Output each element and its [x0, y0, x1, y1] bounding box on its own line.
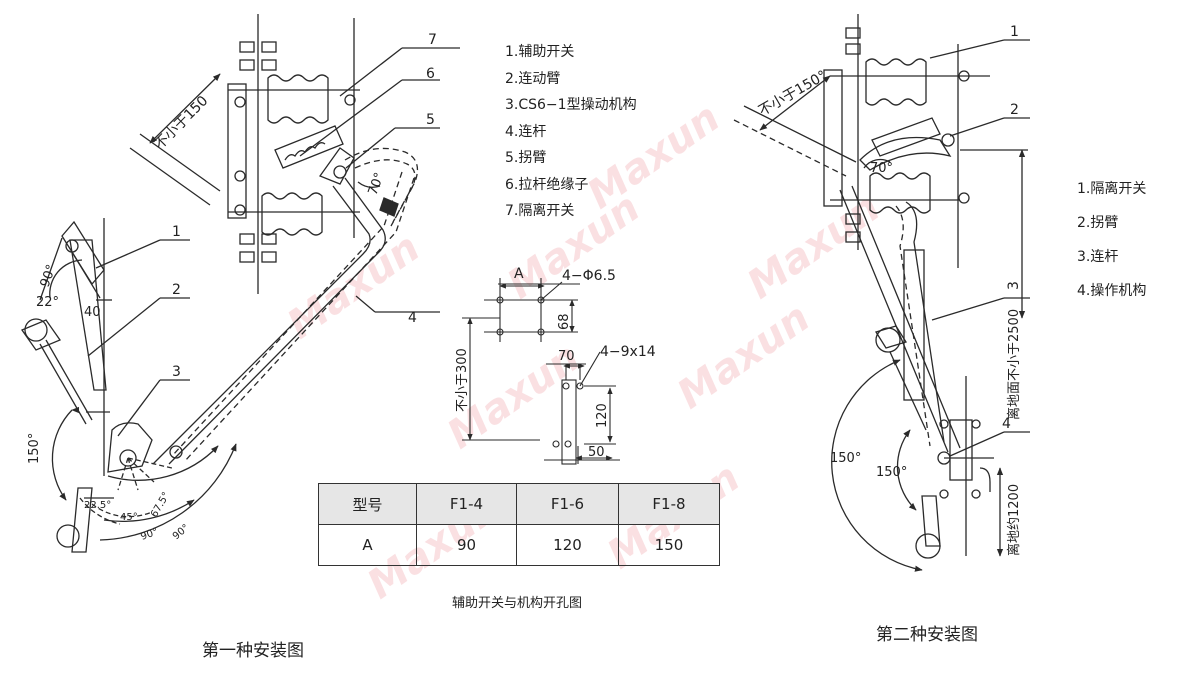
hole-dim-300: 不小于300	[455, 348, 470, 412]
table-header-cell: F1-8	[618, 483, 720, 525]
right-diagram-caption: 第二种安装图	[876, 625, 978, 645]
callout-4: 4	[408, 310, 417, 326]
right-callout-2: 2	[1010, 102, 1019, 118]
right-callout-3: 3	[1006, 281, 1022, 290]
right-dim-angle-150b: 150°	[876, 465, 907, 480]
right-installation-drawing	[733, 14, 1030, 572]
left-legend: 1.辅助开关 2.连动臂 3.CS6−1型操动机构 4.连杆 5.拐臂 6.拉杆…	[505, 39, 637, 225]
dim-angle-22: 22°	[36, 295, 59, 310]
callout-3: 3	[172, 364, 181, 380]
legend-item: 2.拐臂	[1077, 215, 1119, 231]
callout-1: 1	[172, 224, 181, 240]
right-callout-1: 1	[1010, 24, 1019, 40]
dim-40: 40	[84, 305, 101, 320]
legend-item: 1.隔离开关	[1077, 181, 1147, 197]
right-dim-1200: 离地约1200	[1006, 484, 1022, 556]
dim-angle-90: 90°	[38, 263, 60, 290]
callout-7: 7	[428, 32, 437, 48]
watermark: Maxun	[739, 185, 888, 308]
table-cell: 90	[416, 524, 517, 566]
dim-angle-67-5: 67.5°	[149, 490, 172, 519]
hole-diagram-caption: 辅助开关与机构开孔图	[452, 596, 583, 611]
dim-angle-22-5: 22.5°	[84, 500, 111, 511]
dim-angle-90b: 90°	[139, 526, 159, 542]
callout-6: 6	[426, 66, 435, 82]
legend-item: 5.拐臂	[505, 150, 547, 166]
legend-item: 4.连杆	[505, 123, 547, 140]
table-cell: 150	[618, 524, 720, 566]
dim-angle-150: 150°	[27, 433, 42, 464]
watermark: Maxun	[669, 295, 818, 418]
dim-angle-90c: 90°	[171, 522, 192, 542]
right-labels: 1 2 3 4 不小于150° 70° 离地面不小于2500 150° 150°…	[756, 24, 1022, 556]
hole-dim-68: 68	[557, 313, 572, 330]
table-row: A 90 120 150	[318, 524, 720, 566]
table-header-row: 型号 F1-4 F1-6 F1-8	[318, 483, 720, 525]
legend-item: 2.连动臂	[505, 70, 561, 87]
dim-angle-70: 70°	[366, 171, 388, 198]
left-diagram-caption: 第一种安装图	[202, 641, 304, 661]
hole-dim-70: 70	[558, 349, 575, 364]
table-header-cell: F1-6	[516, 483, 619, 525]
spec-table: 型号 F1-4 F1-6 F1-8 A 90 120 150	[318, 483, 720, 566]
hole-pattern-labels: A 4−Φ6.5 68 不小于300 70 4−9x14 120 50	[455, 266, 656, 460]
right-dim-angle-150a: 150°	[830, 451, 861, 466]
table-cell: 120	[516, 524, 619, 566]
callout-5: 5	[426, 112, 435, 128]
left-callout-labels: 7 6 5 4 1 2 3	[172, 32, 437, 380]
right-dim-2500: 离地面不小于2500	[1006, 309, 1022, 420]
legend-item: 6.拉杆绝缘子	[505, 176, 589, 193]
legend-item: 7.隔离开关	[505, 203, 575, 219]
dim-angle-45: 45°	[120, 512, 138, 523]
hole-pattern-drawing	[462, 278, 620, 465]
hole-dim-120: 120	[595, 403, 610, 428]
legend-item: 3.CS6−1型操动机构	[505, 97, 637, 113]
table-cell: A	[318, 524, 417, 566]
hole-label-4-6-5: 4−Φ6.5	[562, 268, 616, 284]
hole-dim-50: 50	[588, 445, 605, 460]
dim-clearance: 不小于150	[152, 93, 212, 153]
hole-label-4-9x14: 4−9x14	[600, 344, 656, 360]
callout-2: 2	[172, 282, 181, 298]
table-header-cell: 型号	[318, 483, 417, 525]
right-dim-clearance: 不小于150°	[756, 68, 830, 120]
left-installation-drawing	[21, 14, 460, 553]
right-dim-angle-70: 70°	[870, 161, 893, 176]
hole-label-a: A	[514, 266, 524, 282]
right-callout-4: 4	[1002, 416, 1011, 432]
legend-item: 1.辅助开关	[505, 44, 575, 60]
legend-item: 4.操作机构	[1077, 283, 1147, 299]
table-header-cell: F1-4	[416, 483, 517, 525]
legend-item: 3.连杆	[1077, 249, 1119, 265]
right-legend: 1.隔离开关 2.拐臂 3.连杆 4.操作机构	[1077, 172, 1146, 308]
